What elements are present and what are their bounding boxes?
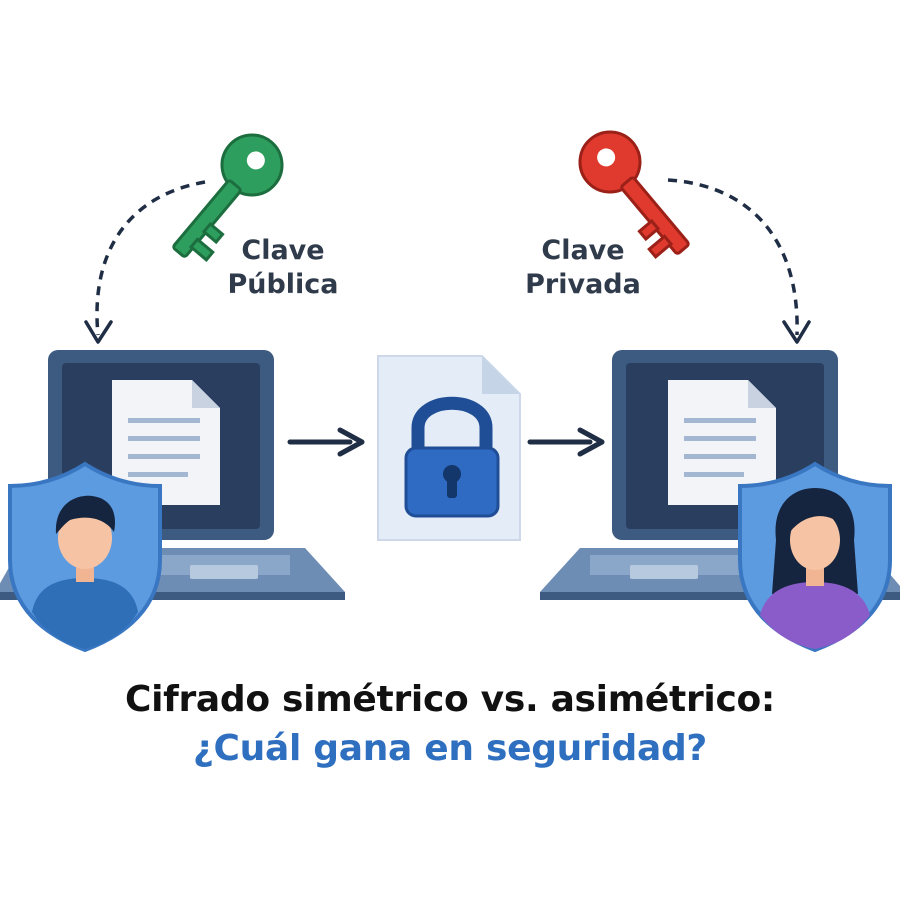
- sender-shield-icon: [8, 461, 162, 653]
- page-title: Cifrado simétrico vs. asimétrico: ¿Cuál …: [0, 676, 900, 774]
- private-key-icon: [578, 130, 690, 259]
- dashed-arrow-right: [667, 178, 799, 336]
- title-line-1: Cifrado simétrico vs. asimétrico:: [124, 679, 776, 720]
- public-key-label-line1: Clave: [241, 235, 325, 266]
- public-key-icon: [172, 133, 284, 262]
- arrow-to-lock-icon: [287, 427, 365, 457]
- title-line-2: ¿Cuál gana en seguridad?: [192, 728, 708, 769]
- private-key-label-line1: Clave: [541, 235, 625, 266]
- public-key-label: Clave Pública: [222, 234, 344, 302]
- recipient-shield-icon: [738, 461, 892, 653]
- private-key-label-line2: Privada: [525, 269, 641, 300]
- female-user-avatar: [760, 488, 870, 649]
- document-icon: [112, 380, 220, 505]
- private-key-label: Clave Privada: [522, 234, 644, 302]
- dashed-arrow-left: [95, 180, 206, 336]
- document-icon: [668, 380, 776, 505]
- arrowhead-right: [782, 320, 811, 344]
- arrow-to-recipient-icon: [527, 427, 605, 457]
- public-key-label-line2: Pública: [227, 269, 339, 300]
- arrowhead-left: [84, 320, 113, 344]
- encrypted-document-icon: [377, 355, 521, 541]
- male-user-avatar: [32, 495, 138, 649]
- padlock-icon: [404, 396, 500, 518]
